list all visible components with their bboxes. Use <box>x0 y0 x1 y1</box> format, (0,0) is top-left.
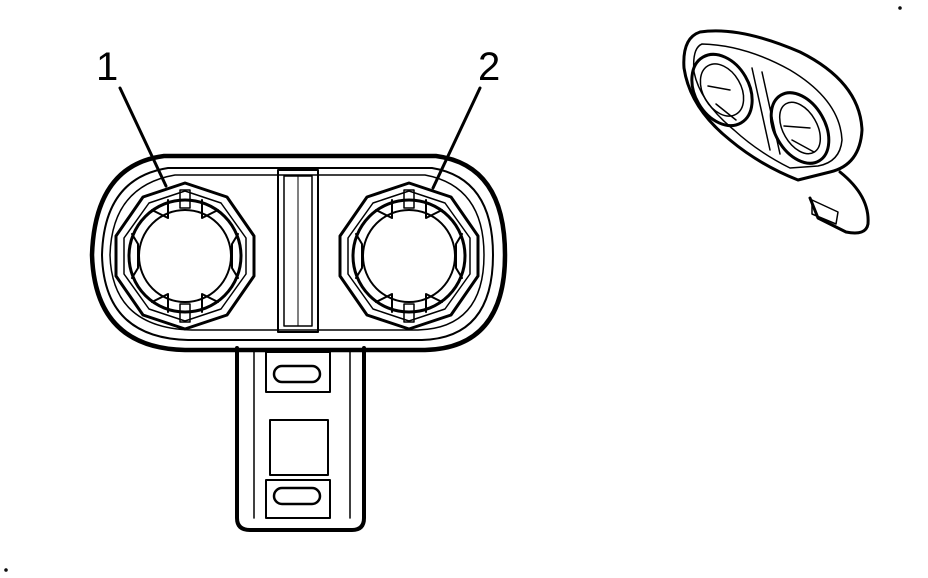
corner-mark <box>898 6 902 10</box>
lower-latch-slot <box>272 486 322 506</box>
callout-2-label: 2 <box>478 45 500 89</box>
connector-perspective-view <box>682 29 870 235</box>
callout-2-leader <box>431 86 482 190</box>
left-connector-cavity <box>114 181 256 331</box>
upper-latch-slot <box>272 364 322 384</box>
stem-window <box>269 419 329 476</box>
callout-1-label: 1 <box>96 45 118 89</box>
connector-housing <box>89 153 508 353</box>
callout-1-leader <box>118 86 168 188</box>
corner-mark <box>4 568 8 572</box>
main-connector-view <box>89 153 508 532</box>
right-connector-cavity <box>338 181 480 331</box>
connector-stem <box>235 346 366 532</box>
center-rib <box>277 169 319 333</box>
